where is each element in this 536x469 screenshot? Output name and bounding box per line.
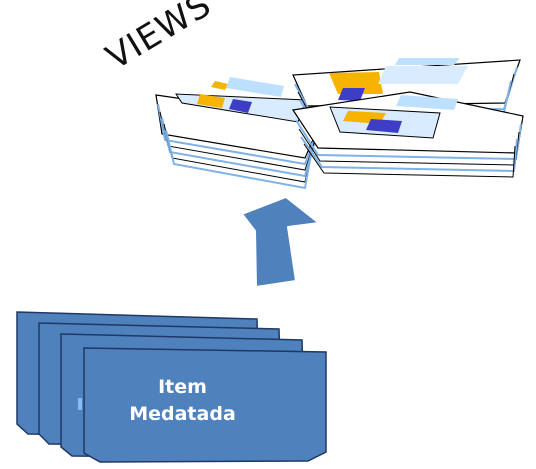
up-arrow-icon [241,196,320,288]
item-label-line-2: Medatada [129,403,236,425]
view-stack-right-front [291,91,524,178]
item-label-line-1: Item [158,376,207,398]
metadata-card-tab [78,398,82,410]
metadata-card-front [83,347,327,463]
item-metadata-label: Item Medatada [110,374,255,428]
view-stack-left [155,77,323,190]
item-metadata-stack [16,311,327,463]
views-stack-group [155,58,524,190]
